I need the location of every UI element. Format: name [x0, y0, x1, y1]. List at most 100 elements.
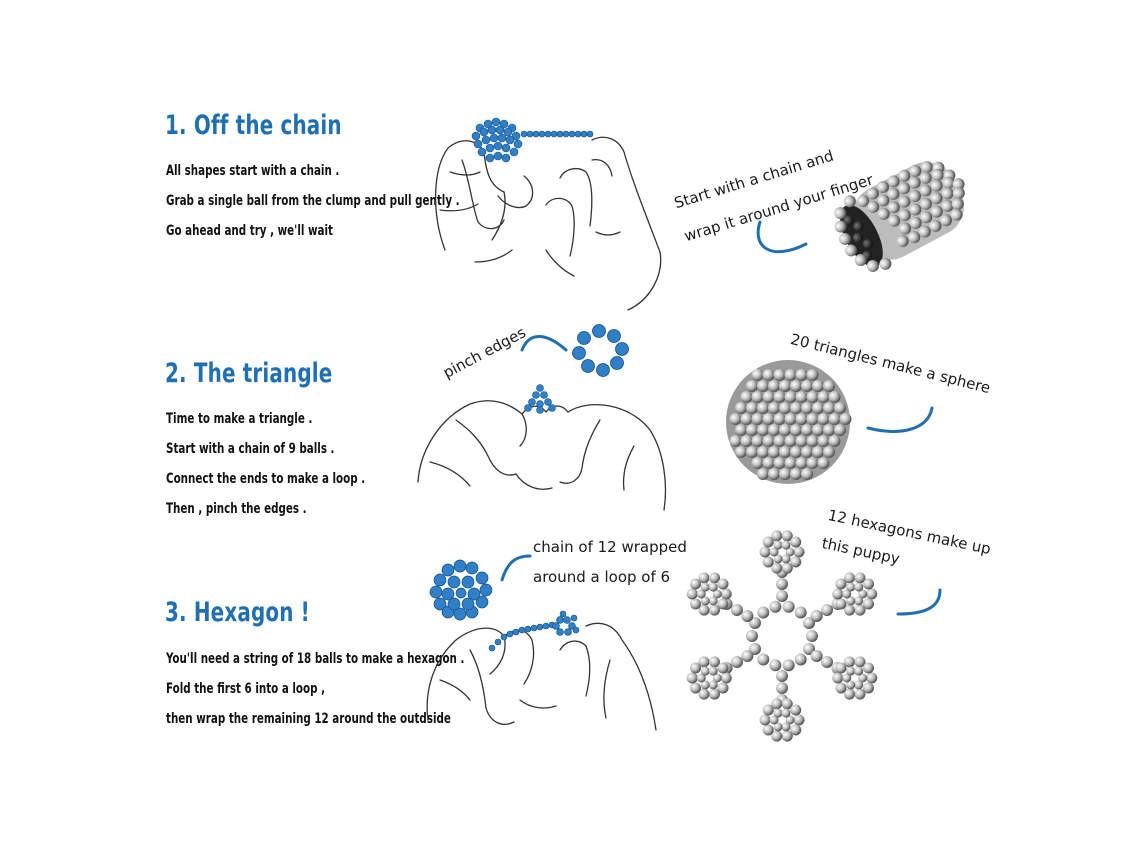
magnet-ball: [776, 590, 788, 602]
magnet-ball: [690, 578, 702, 590]
magnet-ball: [762, 536, 774, 548]
magnet-ball: [806, 413, 819, 425]
magnet-ball: [757, 653, 770, 666]
magnet-ball: [773, 369, 786, 381]
section1-heading: 1. Off the chain: [165, 110, 342, 141]
magnet-ball: [846, 582, 856, 592]
magnet-ball: [773, 540, 783, 550]
hex-arrow-icon: [896, 588, 942, 616]
section3-line3: then wrap the remaining 12 around the ou…: [166, 711, 451, 727]
magnet-ball: [746, 446, 758, 458]
magnet-ball: [773, 457, 786, 469]
magnet-ball: [854, 680, 864, 690]
magnet-ball: [779, 380, 791, 392]
magnet-ball: [741, 650, 754, 662]
magnet-ball: [757, 402, 769, 414]
magnet-ball: [810, 610, 823, 622]
magnet-ball: [782, 600, 795, 613]
magnet-ball: [708, 666, 718, 676]
magnet-ball: [720, 588, 732, 600]
wrap-arrow-icon: [756, 220, 808, 254]
magnet-ball: [790, 424, 802, 436]
magnet-ball: [709, 656, 721, 668]
chain12-note-line1: chain of 12 wrapped: [533, 538, 687, 556]
magnet-ball: [854, 572, 866, 584]
magnet-ball: [776, 670, 788, 682]
magnet-ball: [773, 435, 786, 447]
magnet-ball: [768, 446, 780, 458]
magnet-ball: [686, 672, 698, 684]
magnet-ball: [757, 606, 770, 619]
magnet-ball: [781, 730, 793, 742]
magnet-ball: [762, 435, 775, 447]
magnet-ball: [717, 662, 729, 674]
magnet-ball: [817, 391, 830, 403]
magnet-ball: [717, 598, 729, 610]
magnet-ball: [779, 446, 791, 458]
magnet-ball: [803, 616, 816, 629]
magnet-ball: [858, 589, 868, 599]
magnet-ball: [790, 446, 802, 458]
magnet-ball: [779, 402, 791, 414]
magnet-ball: [828, 435, 841, 447]
magnet-ball: [746, 630, 758, 642]
magnet-ball: [762, 457, 775, 469]
magnet-ball: [776, 682, 788, 694]
magnet-ball: [746, 424, 758, 436]
magnet-ball: [757, 446, 769, 458]
magnet-ball: [751, 369, 764, 381]
pinch-arrow-icon: [520, 335, 568, 352]
magnet-ball: [751, 413, 764, 425]
magnet-ball: [762, 391, 775, 403]
magnet-ball: [821, 604, 834, 616]
magnet-ball: [717, 682, 729, 694]
magnet-ball: [730, 656, 743, 668]
magnet-ball: [854, 688, 866, 700]
magnet-ball: [843, 656, 855, 668]
section3-line1: You'll need a string of 18 balls to make…: [166, 651, 465, 667]
magnet-ball: [828, 391, 841, 403]
magnet-ball: [835, 682, 847, 694]
magnet-ball: [776, 578, 788, 590]
magnet-ball: [842, 589, 852, 599]
magnet-ball: [806, 630, 818, 642]
magnet-ball: [784, 369, 797, 381]
magnet-ball: [762, 724, 774, 736]
magnet-ball: [735, 402, 747, 414]
magnet-ball: [779, 468, 791, 480]
magnet-ball: [773, 708, 783, 718]
magnet-ball: [781, 554, 791, 564]
magnet-ball: [690, 682, 702, 694]
magnet-ball: [795, 457, 808, 469]
magnet-ball: [790, 704, 802, 716]
magnet-ball: [806, 457, 819, 469]
magnet-ball: [773, 413, 786, 425]
magnet-ball: [784, 435, 797, 447]
section3-line2: Fold the first 6 into a loop ,: [166, 681, 326, 697]
magnet-ball: [768, 380, 780, 392]
magnet-ball: [790, 402, 802, 414]
magnet-ball: [768, 468, 780, 480]
magnet-ball: [839, 413, 852, 425]
magnet-ball: [740, 435, 753, 447]
chain12-note-line2: around a loop of 6: [533, 568, 671, 586]
section2-line2: Start with a chain of 9 balls .: [166, 441, 335, 457]
magnet-ball: [771, 698, 783, 710]
magnet-ball: [751, 391, 764, 403]
magnet-ball: [709, 572, 721, 584]
magnet-ball: [768, 402, 780, 414]
magnet-ball: [823, 402, 835, 414]
magnet-ball: [740, 391, 753, 403]
magnet-ball: [801, 424, 813, 436]
magnet-ball: [698, 604, 710, 616]
magnet-ball: [795, 435, 808, 447]
magnet-ball: [835, 598, 847, 610]
magnet-ball: [790, 724, 802, 736]
magnet-ball: [781, 698, 793, 710]
magnet-ball: [795, 413, 808, 425]
